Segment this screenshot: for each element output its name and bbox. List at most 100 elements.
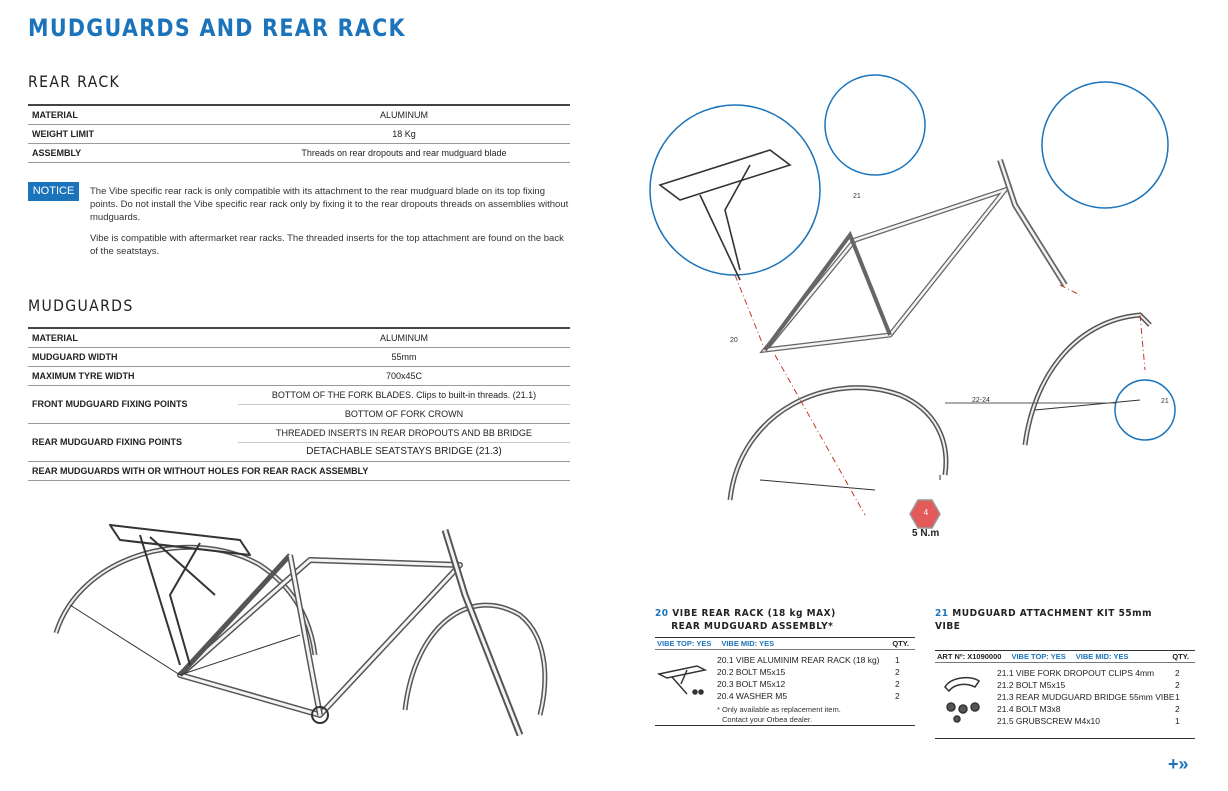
spec-value: ALUMINUM [238, 327, 570, 348]
kit-title-line: REAR MUDGUARD ASSEMBLY* [671, 621, 834, 632]
header-vibe-top: VIBE TOP: YES [1011, 652, 1066, 661]
callout-label: 21 [1161, 398, 1169, 405]
spec-value: 700x45C [238, 366, 570, 386]
table-row: ASSEMBLY Threads on rear dropouts and re… [28, 143, 570, 163]
notice-badge: NOTICE [28, 182, 79, 201]
rear-rack-icon [657, 665, 708, 695]
part-qty: 2 [895, 667, 900, 677]
torque-value: 5 N.m [912, 528, 940, 539]
list-item: 21.2 BOLT M5x15 2 [997, 679, 1195, 691]
table-row: DETACHABLE SEATSTAYS BRIDGE (21.3) [28, 442, 570, 462]
bike-frame-illustration [53, 524, 548, 737]
part-qty: 1 [1175, 716, 1180, 726]
kit-title-line: MUDGUARD ATTACHMENT KIT 55mm VIBE [935, 608, 1153, 632]
mudguards-heading: MUDGUARDS [28, 296, 134, 315]
header-vibe-mid: VIBE MID: YES [1075, 652, 1129, 661]
spec-label: REAR MUDGUARD FIXING POINTS [28, 423, 238, 462]
spec-label: MAXIMUM TYRE WIDTH [28, 366, 238, 386]
part-desc: 21.2 BOLT M5x15 [997, 680, 1066, 690]
table-row: BOTTOM OF FORK CROWN [28, 404, 570, 424]
list-item: 20.2 BOLT M5x15 2 [717, 666, 915, 678]
kit-20-title: 20 VIBE REAR RACK (18 kg MAX) REAR MUDGU… [655, 607, 889, 633]
kit-21-title: 21 MUDGUARD ATTACHMENT KIT 55mm VIBE [935, 607, 1169, 633]
part-desc: 20.2 BOLT M5x15 [717, 667, 786, 677]
spec-value: 18 Kg [238, 124, 570, 144]
spec-label: REAR MUDGUARDS WITH OR WITHOUT HOLES FOR… [28, 461, 570, 481]
table-row: MUDGUARD WIDTH 55mm [28, 347, 570, 367]
rear-rack-spec-table: MATERIAL ALUMINUM WEIGHT LIMIT 18 Kg ASS… [28, 104, 570, 163]
table-row: WEIGHT LIMIT 18 Kg [28, 124, 570, 144]
part-desc: 21.1 VIBE FORK DROPOUT CLIPS 4mm [997, 668, 1155, 678]
rear-rack-heading: REAR RACK [28, 72, 121, 91]
spec-value: BOTTOM OF THE FORK BLADES. Clips to buil… [238, 385, 570, 405]
part-desc: 21.3 REAR MUDGUARD BRIDGE 55mm VIBE [997, 692, 1175, 702]
page-title: MUDGUARDS AND REAR RACK [28, 14, 406, 42]
spec-label: WEIGHT LIMIT [28, 124, 238, 144]
list-item: 20.3 BOLT M5x12 2 [717, 678, 915, 690]
part-desc: 21.4 BOLT M3x8 [997, 704, 1061, 714]
spec-label: MUDGUARD WIDTH [28, 347, 238, 367]
next-page-icon[interactable]: +» [1168, 754, 1189, 774]
header-qty: QTY. [1172, 652, 1189, 661]
header-vibe-mid: VIBE MID: YES [721, 639, 775, 648]
callout-label: 22-24 [972, 397, 990, 404]
table-row: FRONT MUDGUARD FIXING POINTS BOTTOM OF T… [28, 385, 570, 424]
table-row: MATERIAL ALUMINUM [28, 104, 570, 125]
spec-value: Threads on rear dropouts and rear mudgua… [238, 143, 570, 163]
list-item: 21.1 VIBE FORK DROPOUT CLIPS 4mm 2 [997, 667, 1195, 679]
part-qty: 2 [1175, 680, 1180, 690]
kit-21-panel: 21 MUDGUARD ATTACHMENT KIT 55mm VIBE ART… [935, 607, 1195, 739]
article-number: ART Nº: X1090000 [937, 652, 1002, 661]
part-desc: 21.5 GRUBSCREW M4x10 [997, 716, 1100, 726]
parts-list: 21.1 VIBE FORK DROPOUT CLIPS 4mm 2 21.2 B… [935, 663, 1195, 739]
part-qty: 2 [895, 691, 900, 701]
callout-label: 21 [853, 193, 861, 200]
spec-value: THREADED INSERTS IN REAR DROPOUTS AND BB… [238, 423, 570, 443]
spec-value: BOTTOM OF FORK CROWN [238, 404, 570, 424]
torque-number: 4 [923, 508, 929, 517]
part-desc: 20.3 BOLT M5x12 [717, 679, 786, 689]
parts-header: ART Nº: X1090000 VIBE TOP: YES VIBE MID:… [935, 650, 1195, 663]
spec-label: MATERIAL [28, 104, 238, 125]
notice-paragraph-1: The Vibe specific rear rack is only comp… [90, 186, 569, 223]
list-item: 21.4 BOLT M3x8 2 [997, 703, 1195, 715]
spec-label: MATERIAL [28, 327, 238, 348]
part-qty: 2 [895, 679, 900, 689]
kit-20-panel: 20 VIBE REAR RACK (18 kg MAX) REAR MUDGU… [655, 607, 915, 726]
table-row: REAR MUDGUARD FIXING POINTS THREADED INS… [28, 423, 570, 462]
part-qty: 1 [895, 655, 900, 665]
part-desc: 20.1 VIBE ALUMINIM REAR RACK (18 kg) [717, 655, 880, 665]
part-qty: 2 [1175, 668, 1180, 678]
header-qty: QTY. [892, 639, 909, 648]
list-item: 20.1 VIBE ALUMINIM REAR RACK (18 kg) 1 [717, 654, 915, 666]
spec-value: ALUMINUM [238, 104, 570, 125]
callout-label: 20 [730, 337, 738, 344]
replacement-note: * Only available as replacement item. [717, 705, 841, 714]
spec-label: FRONT MUDGUARD FIXING POINTS [28, 385, 238, 424]
kit-number: 20 [655, 608, 669, 619]
kit-title-line: VIBE REAR RACK (18 kg MAX) [672, 608, 836, 619]
notice-paragraph-2: Vibe is compatible with aftermarket rear… [90, 233, 564, 257]
part-desc: 20.4 WASHER M5 [717, 691, 788, 701]
dealer-note: Contact your Orbea dealer. [722, 715, 813, 724]
parts-list: 20.1 VIBE ALUMINIM REAR RACK (18 kg) 1 20… [655, 650, 915, 726]
header-vibe-top: VIBE TOP: YES [657, 639, 712, 648]
list-item: 20.4 WASHER M5 2 [717, 690, 915, 702]
kit-number: 21 [935, 608, 949, 619]
part-qty: 1 [1175, 692, 1180, 702]
table-row: MATERIAL ALUMINUM [28, 327, 570, 348]
parts-header: VIBE TOP: YES VIBE MID: YES QTY. [655, 637, 915, 650]
mudguard-kit-icon [944, 676, 981, 723]
table-row: MAXIMUM TYRE WIDTH 700x45C [28, 366, 570, 386]
list-item: 21.5 GRUBSCREW M4x10 1 [997, 715, 1195, 727]
part-qty: 2 [1175, 704, 1180, 714]
spec-label: ASSEMBLY [28, 143, 238, 163]
mudguards-spec-table: MATERIAL ALUMINUM MUDGUARD WIDTH 55mm MA… [28, 327, 570, 481]
spec-value: 55mm [238, 347, 570, 367]
spec-value: DETACHABLE SEATSTAYS BRIDGE (21.3) [238, 442, 570, 462]
table-row: REAR MUDGUARDS WITH OR WITHOUT HOLES FOR… [28, 461, 570, 481]
torque-badge-icon [909, 499, 941, 529]
exploded-assembly-diagram [649, 74, 1176, 529]
notice-text: The Vibe specific rear rack is only comp… [90, 185, 572, 266]
